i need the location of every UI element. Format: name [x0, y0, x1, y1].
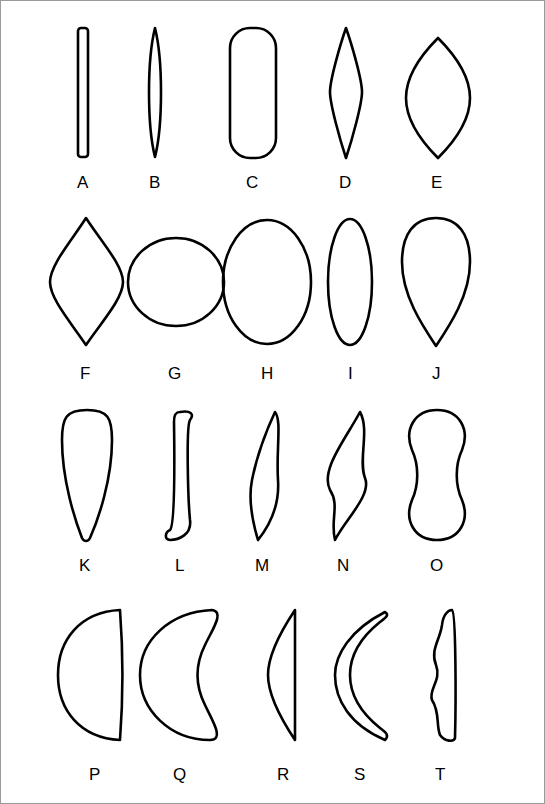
- shape-letter: R: [277, 766, 289, 785]
- shape-o: [409, 410, 464, 540]
- shape-g: [128, 238, 224, 326]
- shape-q: [140, 610, 218, 740]
- shape-letter: K: [79, 557, 90, 576]
- shape-b: [149, 28, 161, 157]
- shape-l: [166, 411, 192, 540]
- shape-p: [58, 610, 122, 740]
- shape-t: [431, 610, 455, 741]
- shape-letter: Q: [173, 766, 186, 785]
- shape-letter: G: [168, 365, 181, 384]
- shape-c: [230, 28, 276, 158]
- shape-letter: E: [431, 174, 442, 193]
- shape-letter: C: [246, 174, 258, 193]
- shape-e: [406, 38, 470, 158]
- shape-letter: O: [430, 557, 443, 576]
- shape-a: [78, 28, 88, 157]
- shape-letter: B: [149, 174, 160, 193]
- shape-letter: M: [255, 557, 269, 576]
- shape-n: [328, 412, 366, 540]
- shape-j: [402, 218, 470, 346]
- shape-letter: H: [261, 365, 273, 384]
- shape-letter: D: [339, 174, 351, 193]
- shape-r: [268, 610, 295, 740]
- shape-s: [335, 612, 387, 740]
- shape-k: [62, 410, 112, 541]
- shape-letter: P: [89, 766, 100, 785]
- shape-letter: T: [435, 766, 445, 785]
- shape-h: [223, 220, 311, 344]
- shape-letter: S: [354, 766, 365, 785]
- shape-letter: J: [432, 365, 441, 384]
- shape-i: [328, 219, 372, 345]
- shape-letter: N: [337, 557, 349, 576]
- shape-letter: L: [175, 557, 184, 576]
- shape-m: [250, 412, 278, 540]
- shape-f: [50, 218, 123, 345]
- shape-d: [330, 28, 362, 158]
- shape-letter: A: [77, 174, 88, 193]
- shape-letter: F: [80, 365, 90, 384]
- shape-letter: I: [348, 365, 353, 384]
